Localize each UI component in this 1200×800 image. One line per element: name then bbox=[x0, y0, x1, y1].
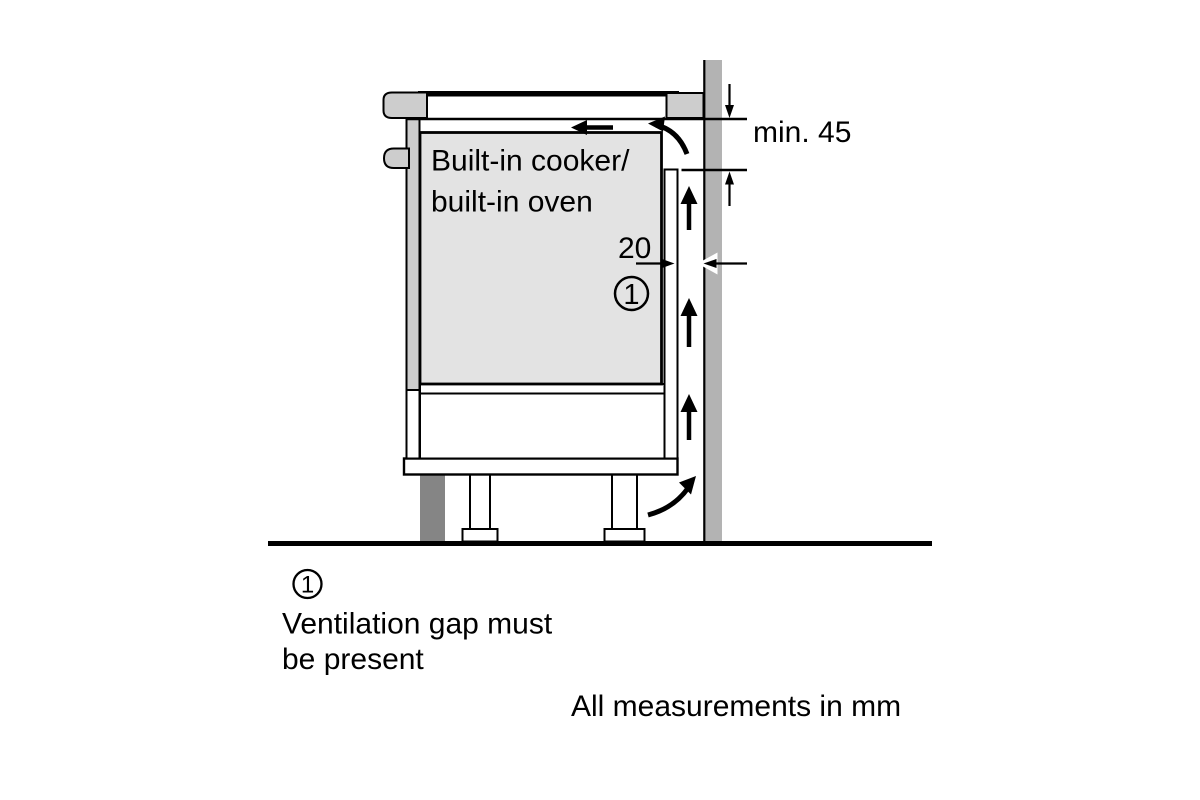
gap-dim-arrow-right-icon bbox=[662, 259, 675, 268]
cabinet-foot-right-base bbox=[603, 528, 646, 543]
airflow-up-arrow-3-icon bbox=[680, 394, 698, 412]
cabinet-foot-left-base bbox=[461, 528, 499, 543]
hob-left-trim bbox=[382, 91, 428, 119]
min45-label: min. 45 bbox=[753, 116, 851, 149]
oven-door-handle bbox=[382, 147, 410, 169]
cabinet-rear-panel bbox=[663, 168, 679, 460]
wall-panel bbox=[703, 60, 722, 541]
legend-line2: be present bbox=[282, 643, 424, 676]
airflow-curve-bottom-head bbox=[679, 476, 696, 495]
floor-line bbox=[268, 541, 932, 546]
hob-right-trim bbox=[665, 92, 705, 119]
legend-marker-circle bbox=[292, 568, 323, 600]
callout-number: 1 bbox=[623, 279, 639, 311]
oven-body bbox=[418, 131, 663, 386]
storage-drawer bbox=[419, 392, 666, 460]
cabinet-foot-right-leg bbox=[611, 473, 638, 531]
airflow-up-arrow-1-icon bbox=[680, 186, 698, 204]
dim-arrow-down-icon bbox=[725, 105, 734, 118]
plinth-panel bbox=[420, 474, 445, 542]
footnote-text: All measurements in mm bbox=[571, 690, 901, 723]
airflow-left-arrow-icon bbox=[571, 120, 587, 135]
oven-label-line2: built-in oven bbox=[431, 186, 593, 219]
callout-circle bbox=[613, 275, 650, 312]
airflow-up-arrow-2-icon bbox=[680, 298, 698, 316]
legend-marker-number: 1 bbox=[301, 572, 314, 599]
cabinet-front-lower-panel bbox=[405, 389, 421, 460]
oven-label-line1: Built-in cooker/ bbox=[431, 145, 630, 178]
under-oven-vent-band bbox=[419, 383, 666, 395]
legend-line1: Ventilation gap must bbox=[282, 608, 553, 641]
airflow-curve-bottom-icon bbox=[647, 486, 691, 518]
gap-dim-arrow-left-icon bbox=[703, 259, 717, 268]
dim-arrow-up-icon bbox=[725, 171, 734, 185]
airflow-curve-top-head bbox=[648, 116, 665, 132]
hob-top-surface bbox=[418, 91, 679, 97]
cabinet-foot-left-leg bbox=[469, 473, 491, 531]
gap20-label: 20 bbox=[618, 232, 651, 265]
cabinet-base-board bbox=[402, 457, 679, 476]
